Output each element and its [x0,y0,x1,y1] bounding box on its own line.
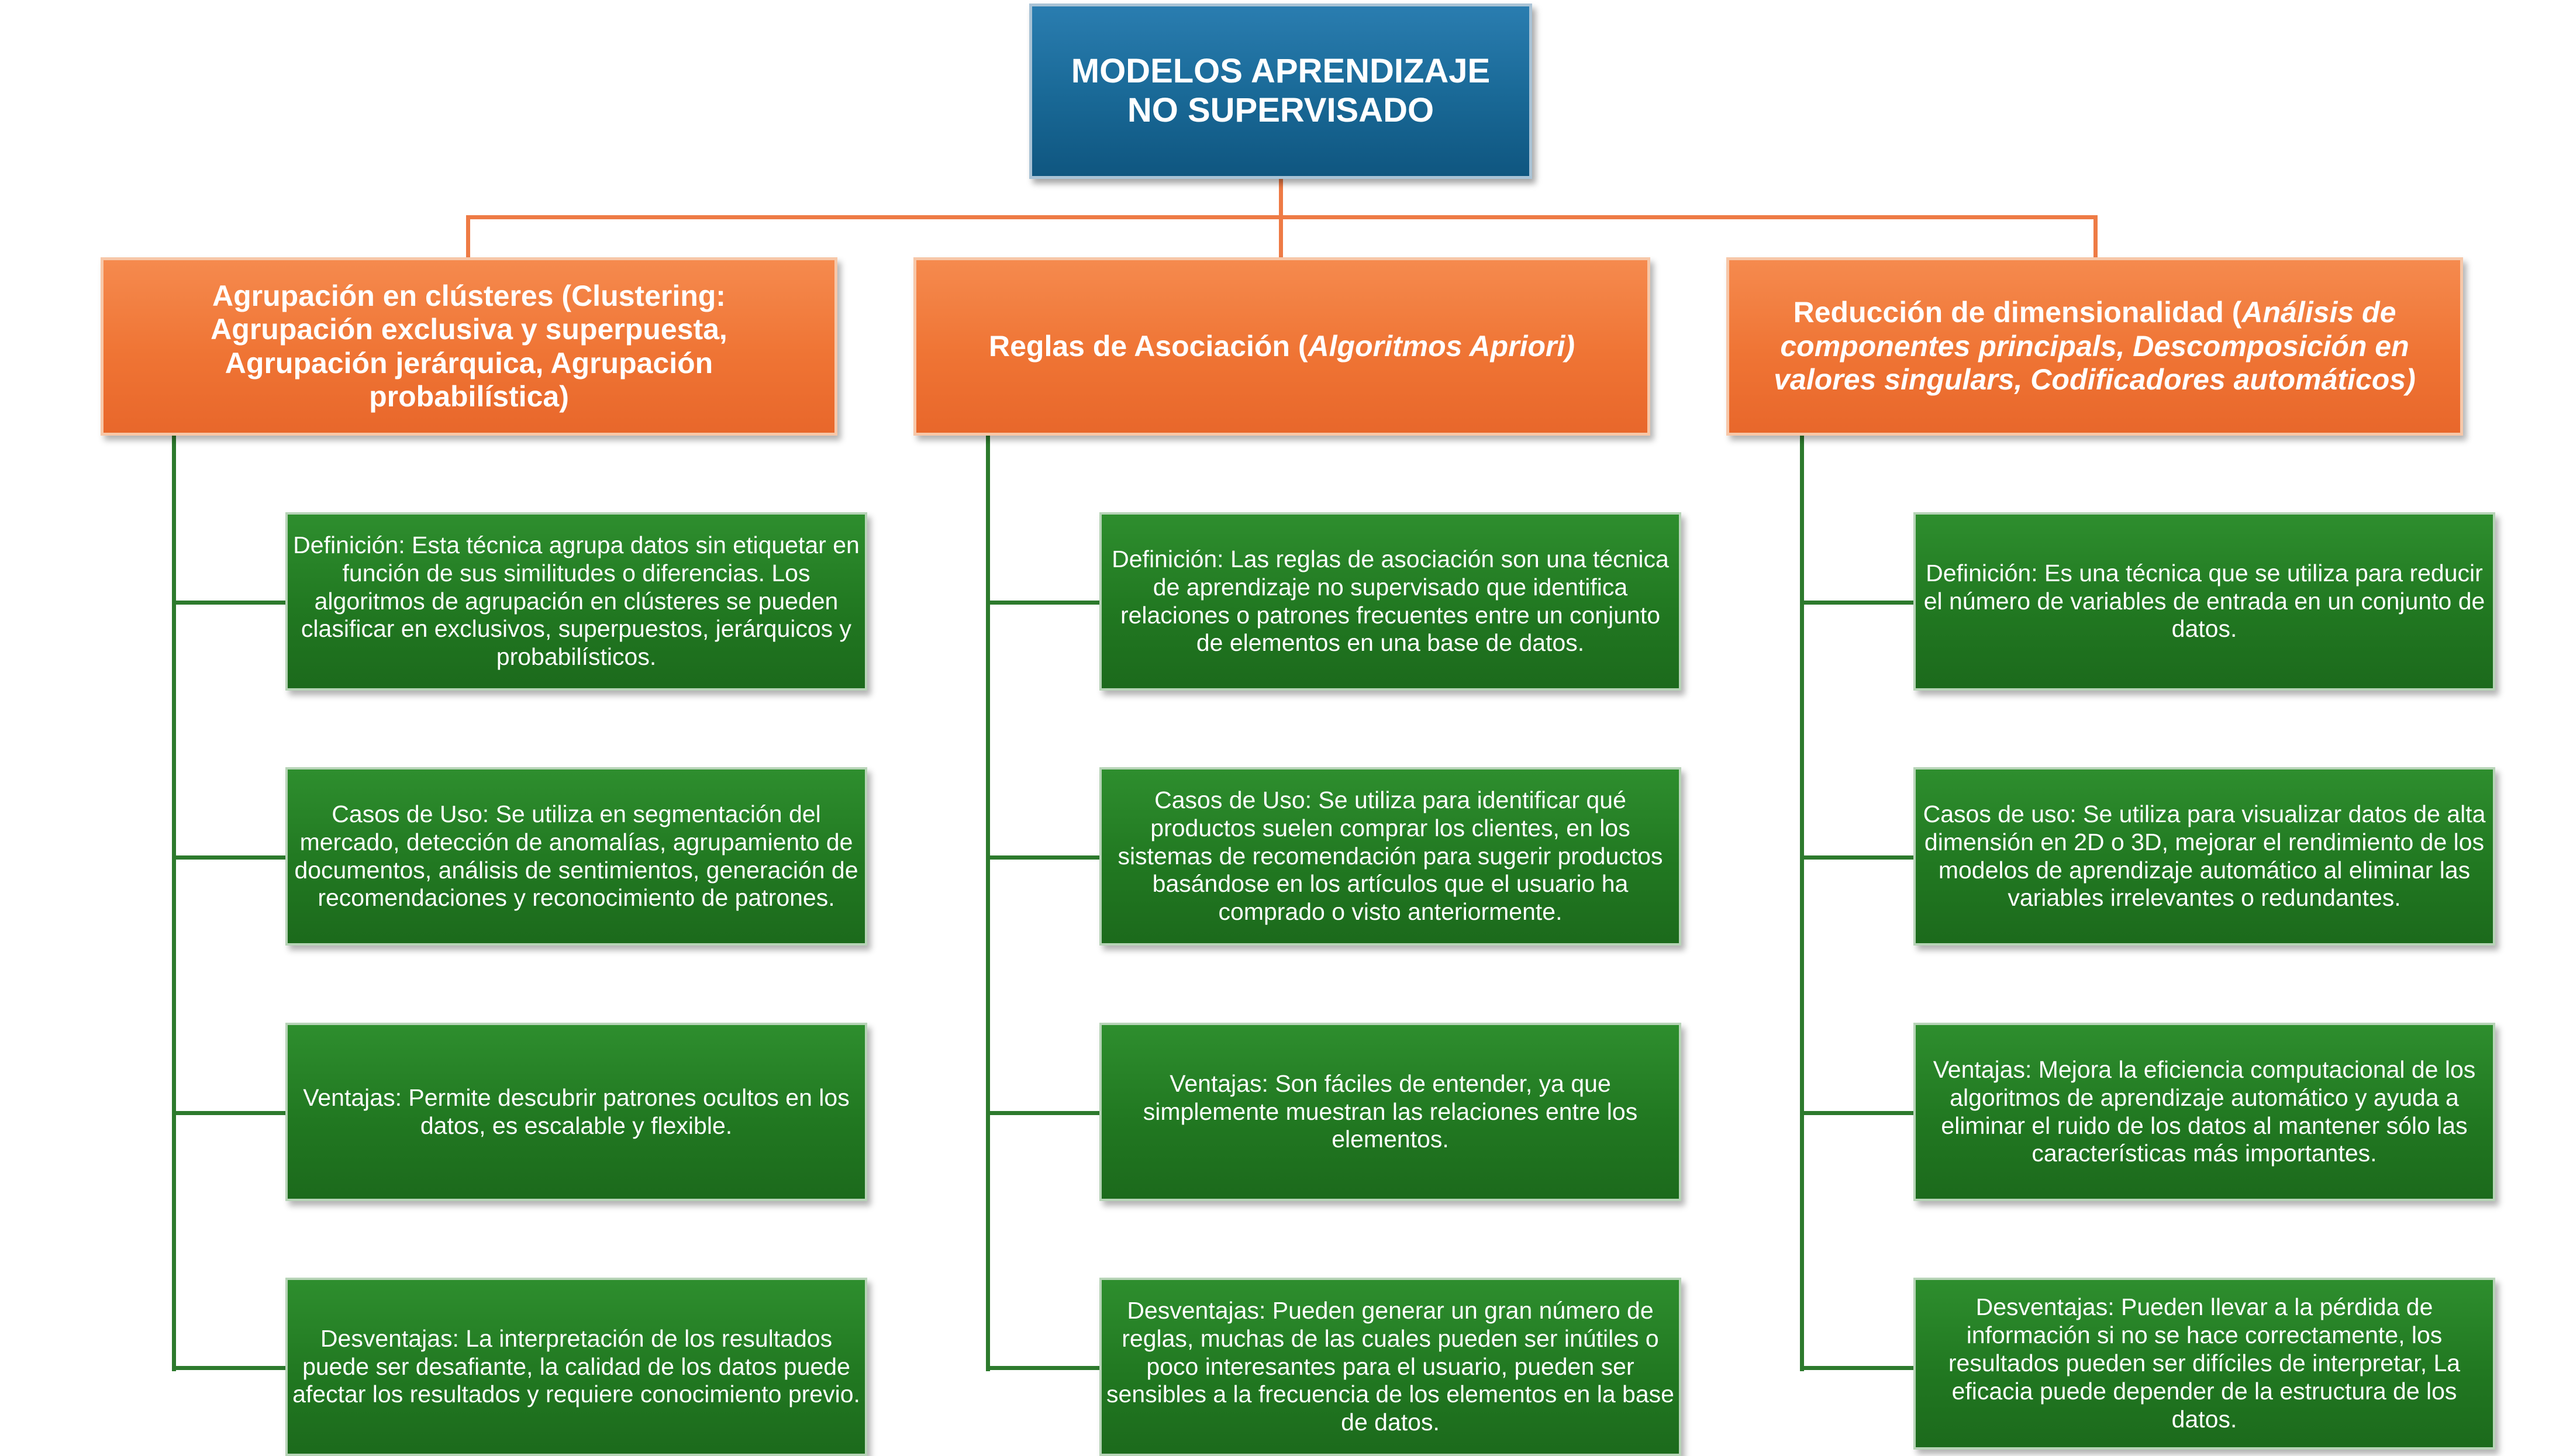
branch-clustering-1 [172,601,287,605]
branch-clustering-2 [172,855,287,860]
branch-dimensionality-2 [1800,855,1915,860]
branch-dimensionality-1 [1800,601,1915,605]
category-association-title-main: Reglas de Asociación ( [988,329,1308,363]
category-clustering: Agrupación en clústeres (Clustering: Agr… [101,257,837,436]
connector-to-clustering [466,215,470,259]
card-text: Definición: Las reglas de asociación son… [1112,545,1669,657]
card-text: Ventajas: Mejora la eficiencia computaci… [1933,1055,2476,1167]
branch-association-4 [986,1366,1101,1370]
association-definition-card: Definición: Las reglas de asociación son… [1099,512,1681,691]
card-text: Ventajas: Permite descubrir patrones ocu… [303,1084,850,1139]
root-node: MODELOS APRENDIZAJE NO SUPERVISADO [1029,4,1532,179]
branch-dimensionality-4 [1800,1366,1915,1370]
root-title: MODELOS APRENDIZAJE NO SUPERVISADO [1071,52,1491,129]
connector-root-down [1279,179,1283,218]
clustering-advantages-card: Ventajas: Permite descubrir patrones ocu… [285,1023,867,1201]
clustering-disadvantages-card: Desventajas: La interpretación de los re… [285,1278,867,1456]
spine-dimensionality [1800,436,1804,1371]
spine-clustering [172,436,176,1371]
card-text: Casos de Uso: Se utiliza en segmentación… [294,800,858,912]
branch-clustering-3 [172,1111,287,1115]
category-association: Reglas de Asociación (Algoritmos Apriori… [913,257,1650,436]
card-text: Ventajas: Son fáciles de entender, ya qu… [1143,1069,1638,1153]
card-text: Desventajas: Pueden llevar a la pérdida … [1948,1293,2461,1433]
category-dimensionality: Reducción de dimensionalidad (Análisis d… [1726,257,2463,436]
category-dimensionality-title-italic: Análisis de componentes principals, Desc… [1774,296,2416,396]
category-association-title: Reglas de Asociación (Algoritmos Apriori… [989,330,1575,364]
branch-association-1 [986,601,1101,605]
dimensionality-advantages-card: Ventajas: Mejora la eficiencia computaci… [1913,1023,2495,1201]
association-disadvantages-card: Desventajas: Pueden generar un gran núme… [1099,1278,1681,1456]
branch-dimensionality-3 [1800,1111,1915,1115]
spine-association [986,436,990,1371]
connector-to-association [1279,215,1283,259]
card-text: Casos de Uso: Se utiliza para identifica… [1118,786,1663,926]
card-text: Definición: Es una técnica que se utiliz… [1923,559,2485,643]
category-dimensionality-title-main: Reducción de dimensionalidad ( [1793,296,2242,329]
connector-to-dimensionality [2093,215,2098,259]
clustering-use-cases-card: Casos de Uso: Se utiliza en segmentación… [285,767,867,946]
category-dimensionality-title: Reducción de dimensionalidad (Análisis d… [1764,296,2425,397]
branch-association-2 [986,855,1101,860]
card-text: Desventajas: Pueden generar un gran núme… [1106,1296,1674,1436]
card-text: Definición: Esta técnica agrupa datos si… [293,531,860,671]
category-association-title-italic: Algoritmos Apriori) [1308,329,1575,363]
branch-association-3 [986,1111,1101,1115]
card-text: Desventajas: La interpretación de los re… [292,1324,860,1408]
dimensionality-disadvantages-card-main: Desventajas: Pueden llevar a la pérdida … [1913,1278,2495,1450]
association-advantages-card: Ventajas: Son fáciles de entender, ya qu… [1099,1023,1681,1201]
association-use-cases-card: Casos de Uso: Se utiliza para identifica… [1099,767,1681,946]
category-clustering-title: Agrupación en clústeres (Clustering: Agr… [211,279,727,413]
card-text: Casos de uso: Se utiliza para visualizar… [1923,800,2486,912]
clustering-definition-card: Definición: Esta técnica agrupa datos si… [285,512,867,691]
branch-clustering-4 [172,1366,287,1370]
dimensionality-definition-card: Definición: Es una técnica que se utiliz… [1913,512,2495,691]
dimensionality-use-cases-card: Casos de uso: Se utiliza para visualizar… [1913,767,2495,946]
